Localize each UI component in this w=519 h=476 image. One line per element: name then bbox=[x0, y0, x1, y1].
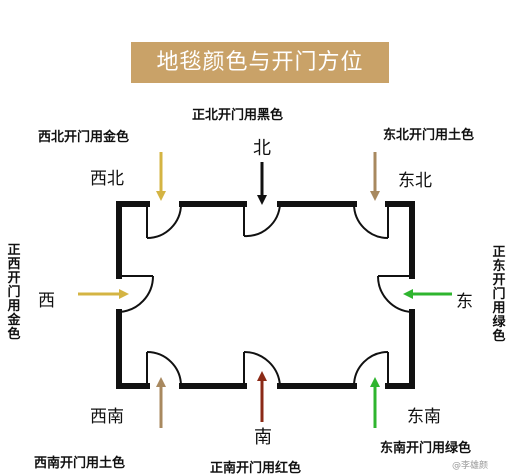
southwest-door bbox=[146, 351, 182, 387]
southeast-direction: 东南 bbox=[407, 407, 441, 427]
west-label: 正西开门用金色 bbox=[7, 243, 21, 342]
north-label: 正北开门用黑色 bbox=[192, 108, 284, 123]
northwest-door bbox=[146, 203, 182, 239]
southeast-door bbox=[353, 351, 389, 387]
northeast-label: 东北开门用土色 bbox=[383, 128, 475, 143]
east-door bbox=[376, 275, 413, 313]
northeast-direction: 东北 bbox=[398, 171, 432, 191]
southwest-label: 西南开门用土色 bbox=[34, 456, 126, 471]
west-door bbox=[118, 275, 155, 313]
southwest-direction: 西南 bbox=[90, 407, 124, 427]
arrows bbox=[78, 152, 452, 428]
east-label: 正东开门用绿色 bbox=[492, 245, 506, 344]
southeast-label: 东南开门用绿色 bbox=[380, 441, 472, 456]
doors bbox=[118, 203, 413, 387]
watermark: @李雄颜 bbox=[452, 461, 489, 471]
south-label: 正南开门用红色 bbox=[210, 461, 302, 476]
west-direction: 西 bbox=[38, 291, 55, 311]
room-walls bbox=[116, 201, 415, 389]
east-direction: 东 bbox=[456, 292, 473, 312]
south-direction: 南 bbox=[254, 427, 272, 448]
title-banner: 地毯颜色与开门方位 bbox=[131, 42, 389, 83]
south-door bbox=[243, 350, 281, 387]
northeast-door bbox=[353, 203, 389, 239]
north-door bbox=[243, 203, 281, 238]
north-direction: 北 bbox=[253, 138, 271, 159]
northwest-label: 西北开门用金色 bbox=[38, 130, 130, 145]
northwest-direction: 西北 bbox=[90, 169, 124, 189]
